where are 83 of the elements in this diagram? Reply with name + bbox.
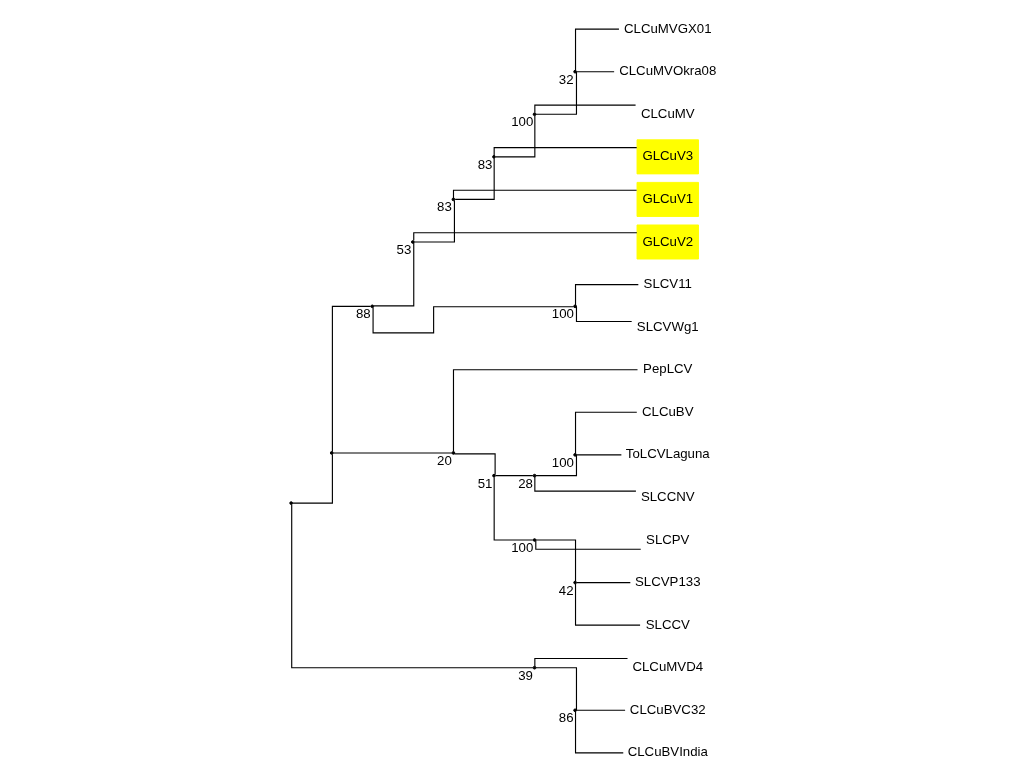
connector <box>493 476 534 541</box>
connector <box>291 503 534 669</box>
node-point <box>573 453 577 457</box>
connector <box>574 411 638 454</box>
node-point <box>451 451 456 455</box>
node-point <box>573 304 577 309</box>
node-label: 100 <box>551 454 574 470</box>
node-text: CLCuBVC32 <box>629 701 706 717</box>
node-point <box>573 580 577 585</box>
node-text: ToLCVLaguna <box>625 446 710 462</box>
node-text: SLCPV <box>646 531 690 547</box>
node-point <box>573 708 577 713</box>
node-box: GLCuV1 <box>636 181 699 217</box>
connector <box>574 583 641 626</box>
node-text: SLCCV <box>645 616 690 632</box>
node-text: SLCVWg1 <box>636 318 699 334</box>
connector <box>452 189 638 199</box>
connector <box>574 28 620 71</box>
connector <box>535 454 578 477</box>
node-label: 83 <box>477 156 493 172</box>
connector <box>534 657 629 667</box>
node-label: 88 <box>355 306 371 322</box>
node-text: SLCVP133 <box>635 574 701 590</box>
node-point <box>411 240 415 244</box>
node-text: CLCuMVD4 <box>632 659 704 675</box>
connector <box>574 284 639 306</box>
node-text: PepLCV <box>643 361 693 377</box>
connector <box>495 475 534 477</box>
connector <box>535 667 578 711</box>
node-point <box>532 665 537 670</box>
connector <box>576 71 615 73</box>
node-label: 42 <box>558 582 574 598</box>
node-point <box>532 473 537 478</box>
node-label: 86 <box>558 710 574 726</box>
node-point <box>532 538 537 542</box>
connector <box>534 104 637 114</box>
connector <box>373 242 415 307</box>
node-point <box>573 69 577 74</box>
node-label: 53 <box>396 241 412 257</box>
connector <box>535 71 578 115</box>
connector <box>535 539 577 582</box>
connector <box>534 476 637 492</box>
node-text: SLCV11 <box>643 276 692 292</box>
node-point <box>289 501 293 505</box>
connector <box>575 305 633 323</box>
connector <box>493 147 638 156</box>
node-point <box>532 112 537 117</box>
node-label: 39 <box>518 667 533 683</box>
connector <box>576 582 631 584</box>
node-text: CLCuMVOkra08 <box>619 63 717 79</box>
connector <box>535 540 642 550</box>
node-text: CLCuMVGX01 <box>624 20 712 36</box>
node-label: 83 <box>437 199 452 215</box>
connector <box>574 711 624 754</box>
node-label: 32 <box>558 71 574 87</box>
connector <box>452 369 639 453</box>
connector <box>413 199 455 243</box>
node-point <box>451 197 456 202</box>
connector <box>332 452 453 454</box>
node-point <box>370 304 375 309</box>
connector <box>413 232 638 242</box>
node-text: CLCuBV <box>642 403 694 419</box>
node-label: 100 <box>511 539 534 555</box>
node-label: 20 <box>437 452 452 468</box>
connector <box>495 115 536 158</box>
node-box: GLCuV2 <box>636 224 699 260</box>
node-label: 51 <box>477 475 493 491</box>
node-label: 28 <box>518 475 533 491</box>
node-point <box>492 155 496 159</box>
node-point <box>329 451 334 455</box>
node-box: GLCuV3 <box>636 139 699 175</box>
node-text: CLCuBVIndia <box>627 744 708 760</box>
connector <box>576 454 622 456</box>
node-text: CLCuMV <box>640 105 695 121</box>
node-text: SLCCNV <box>640 488 695 504</box>
node-point <box>492 473 496 478</box>
connector <box>291 453 333 504</box>
node-label: 100 <box>511 114 534 130</box>
connector <box>453 453 496 476</box>
connector <box>331 305 372 453</box>
connector <box>576 709 626 711</box>
node-label: 100 <box>551 306 574 322</box>
connector <box>454 157 495 200</box>
